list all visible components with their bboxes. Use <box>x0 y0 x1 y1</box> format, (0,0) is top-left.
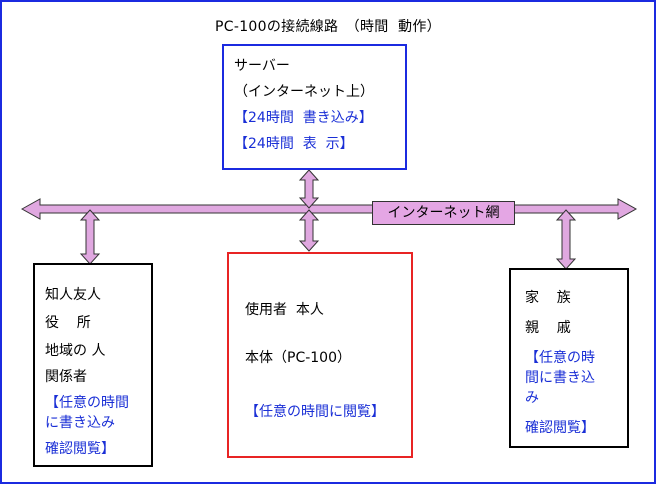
user-line-1: 使用者 本人 <box>245 302 324 318</box>
family-line-3: 【任意の時 <box>525 350 595 366</box>
friends-box: 知人友人 役 所 地域の 人 関係者 【任意の時間 に書き込み 確認閲覧】 <box>33 263 153 467</box>
friends-network-arrow <box>79 209 101 265</box>
user-network-arrow <box>298 209 320 252</box>
friends-line-5: 【任意の時間 <box>45 395 129 411</box>
family-line-6: 確認閲覧】 <box>525 420 595 436</box>
user-box: 使用者 本人 本体（PC-100） 【任意の時間に閲覧】 <box>227 252 413 458</box>
server-line-1: サーバー <box>234 58 290 74</box>
server-network-arrow <box>298 169 320 209</box>
family-line-2: 親 戚 <box>525 320 571 336</box>
friends-line-3: 地域の 人 <box>45 343 106 359</box>
diagram-title: PC-100の接続線路 （時間 動作） <box>215 19 441 35</box>
friends-line-6: に書き込み <box>45 415 115 431</box>
friends-line-2: 役 所 <box>45 315 91 331</box>
friends-line-7: 確認閲覧】 <box>45 441 115 457</box>
user-line-2: 本体（PC-100） <box>245 350 351 366</box>
network-label: インターネット網 <box>372 201 515 225</box>
friends-line-4: 関係者 <box>45 369 87 385</box>
server-line-2: （インターネット上） <box>234 84 374 100</box>
network-arrow <box>20 198 638 220</box>
family-line-4: 間に書き込 <box>525 370 595 386</box>
family-line-1: 家 族 <box>525 290 571 306</box>
server-line-4: 【24時間 表 示】 <box>234 136 354 152</box>
friends-line-1: 知人友人 <box>45 287 101 303</box>
user-line-3: 【任意の時間に閲覧】 <box>245 404 385 420</box>
family-line-5: み <box>525 390 539 406</box>
server-line-3: 【24時間 書き込み】 <box>234 110 373 126</box>
family-box: 家 族 親 戚 【任意の時 間に書き込 み 確認閲覧】 <box>509 268 629 448</box>
server-box: サーバー （インターネット上） 【24時間 書き込み】 【24時間 表 示】 <box>222 44 407 170</box>
family-network-arrow <box>555 209 577 270</box>
